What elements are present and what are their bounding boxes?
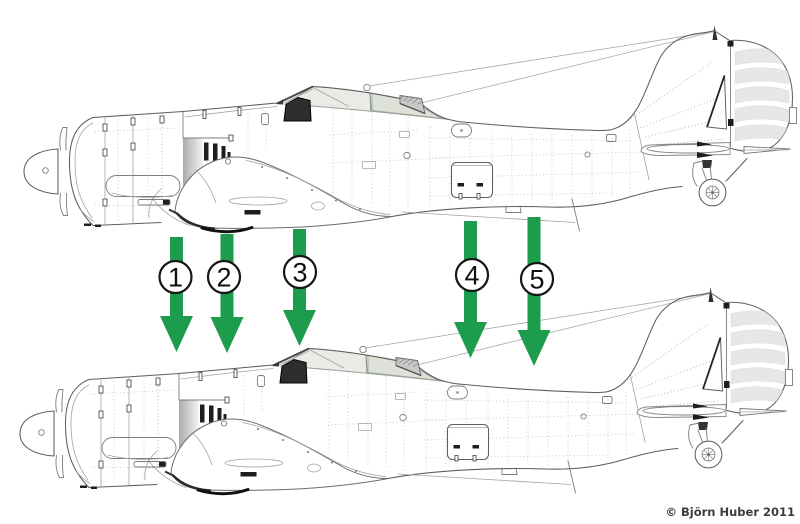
callout-4: 4	[454, 221, 490, 358]
callout-number: 4	[464, 261, 479, 291]
fw190-profile-top	[24, 26, 797, 232]
credit-text: © Björn Huber 2011	[666, 505, 796, 519]
callout-2: 2	[206, 234, 244, 353]
callout-number: 2	[216, 263, 231, 293]
callout-badge-4: 4	[454, 257, 490, 293]
callout-badge-3: 3	[282, 254, 318, 290]
callout-3: 3	[282, 229, 318, 346]
callout-number: 5	[529, 265, 544, 295]
callout-5: 5	[517, 217, 555, 366]
callout-number: 1	[168, 263, 183, 293]
down-arrow-icon	[160, 237, 193, 352]
fw190-profile-bottom	[20, 288, 793, 494]
callout-badge-5: 5	[519, 261, 555, 297]
callout-1: 1	[158, 237, 193, 352]
callout-number: 3	[292, 258, 307, 288]
callout-badge-1: 1	[158, 259, 193, 295]
callout-badge-2: 2	[206, 259, 242, 295]
